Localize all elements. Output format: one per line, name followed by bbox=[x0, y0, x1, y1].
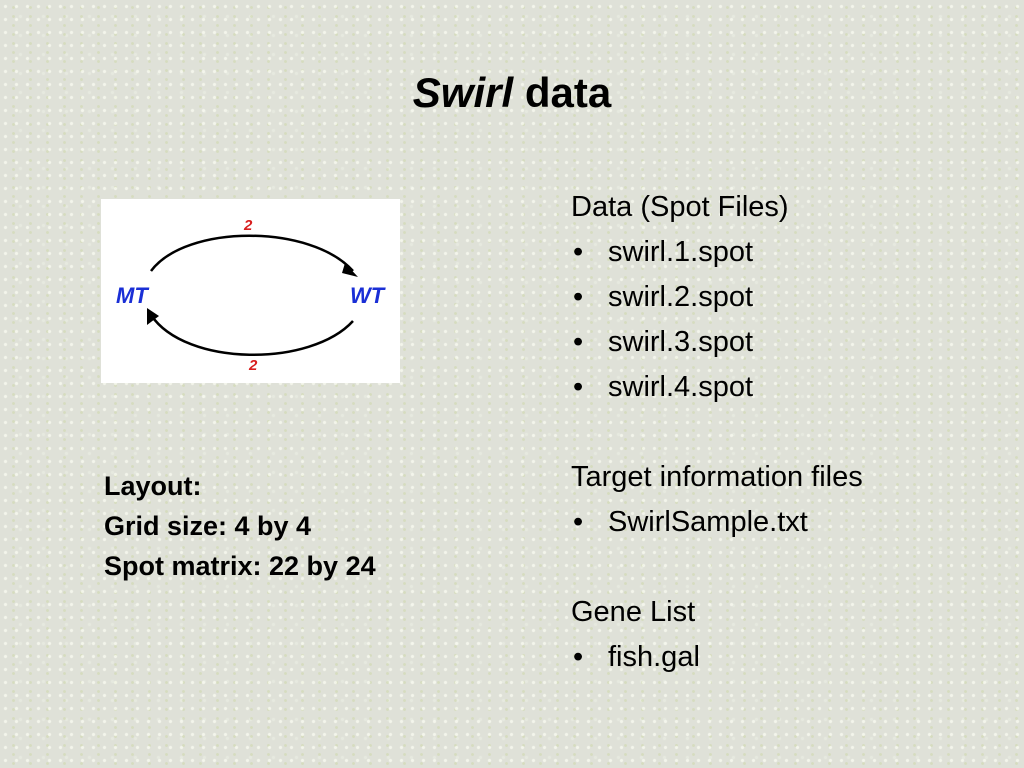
file-list: Data (Spot Files) • swirl.1.spot • swirl.2… bbox=[571, 185, 863, 680]
list-item: • swirl.2.spot bbox=[571, 275, 863, 320]
list-item-label: SwirlSample.txt bbox=[608, 506, 808, 538]
label-wt: WT bbox=[350, 283, 386, 308]
count-top: 2 bbox=[243, 217, 253, 234]
list-item-label: swirl.3.spot bbox=[608, 326, 754, 358]
spacer bbox=[571, 545, 863, 590]
list-item-label: fish.gal bbox=[608, 641, 700, 673]
arc-top bbox=[149, 234, 354, 272]
list-item-label: swirl.4.spot bbox=[608, 371, 754, 403]
dye-swap-diagram: MT WT 2 2 bbox=[101, 199, 400, 383]
list-item: • SwirlSample.txt bbox=[571, 500, 863, 545]
title-italic: Swirl bbox=[412, 69, 514, 116]
list-item-label: swirl.2.spot bbox=[608, 281, 754, 313]
bullet: • bbox=[573, 281, 584, 313]
arrowhead-right bbox=[342, 263, 358, 277]
target-list: • SwirlSample.txt bbox=[571, 500, 863, 545]
target-heading: Target information files bbox=[571, 461, 863, 493]
spacer bbox=[571, 410, 863, 455]
diagram-svg: MT WT 2 2 bbox=[116, 217, 386, 374]
count-bottom: 2 bbox=[248, 357, 258, 374]
bullet: • bbox=[573, 641, 584, 673]
bullet: • bbox=[573, 236, 584, 268]
bullet: • bbox=[573, 506, 584, 538]
arrowhead-left bbox=[147, 308, 159, 325]
list-item: • swirl.1.spot bbox=[571, 230, 863, 275]
data-list: • swirl.1.spot • swirl.2.spot • swirl.3.spo… bbox=[571, 230, 863, 410]
list-item-label: swirl.1.spot bbox=[608, 236, 754, 268]
title-rest: data bbox=[513, 69, 612, 116]
layout-info: Layout: Grid size: 4 by 4 Spot matrix: 2… bbox=[104, 466, 376, 586]
spot-matrix: Spot matrix: 22 by 24 bbox=[104, 551, 376, 581]
list-item: • fish.gal bbox=[571, 635, 863, 680]
list-item: • swirl.4.spot bbox=[571, 365, 863, 410]
label-mt: MT bbox=[116, 283, 149, 308]
bullet: • bbox=[573, 326, 584, 358]
slide-title: Swirl data bbox=[0, 72, 1024, 114]
gene-list: • fish.gal bbox=[571, 635, 863, 680]
layout-heading: Layout: bbox=[104, 471, 202, 501]
grid-size: Grid size: 4 by 4 bbox=[104, 511, 312, 541]
list-item: • swirl.3.spot bbox=[571, 320, 863, 365]
bullet: • bbox=[573, 371, 584, 403]
gene-heading: Gene List bbox=[571, 596, 696, 628]
data-heading: Data (Spot Files) bbox=[571, 191, 789, 223]
arc-bottom bbox=[149, 314, 354, 356]
